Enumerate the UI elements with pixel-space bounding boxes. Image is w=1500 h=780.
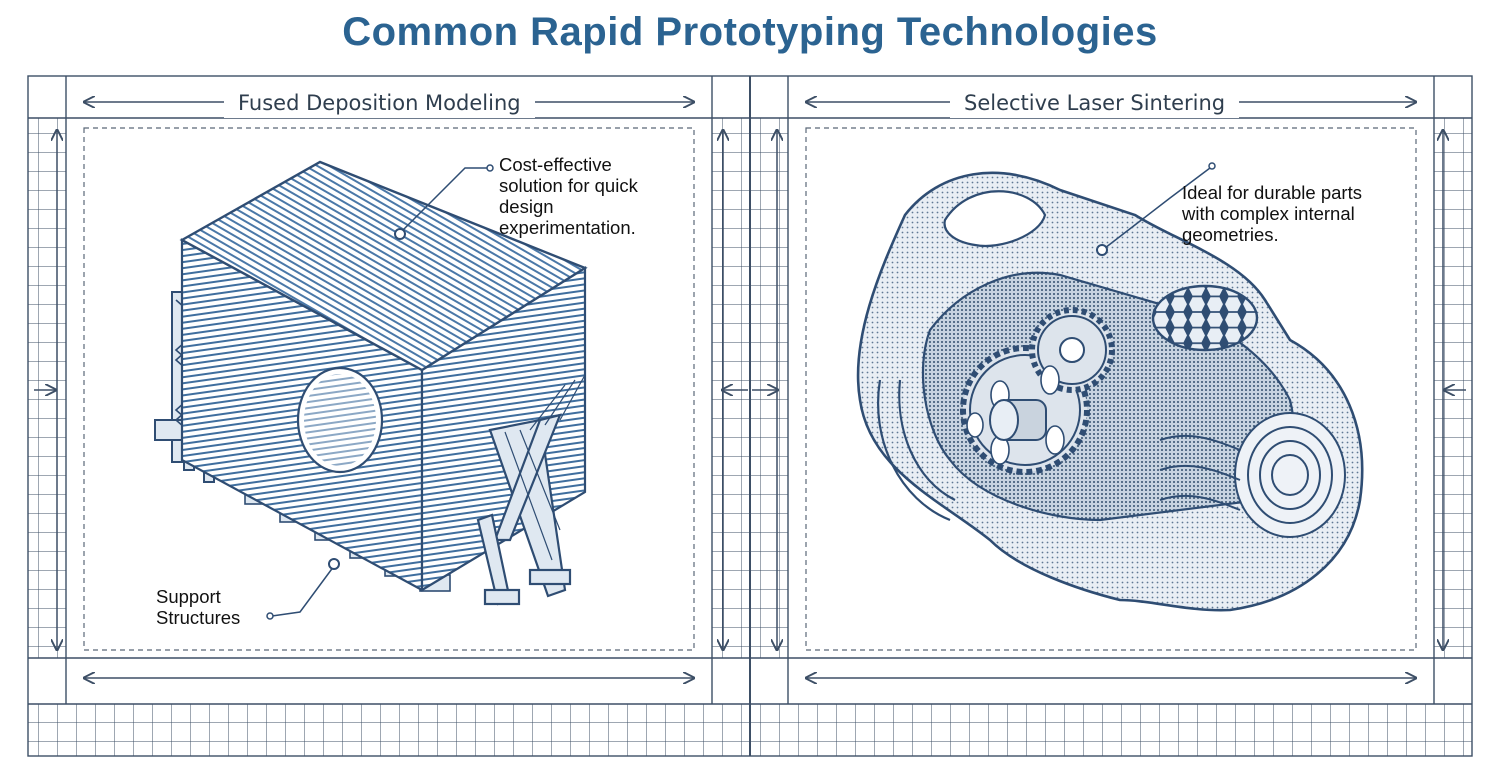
fdm-layered-block-icon [154,160,588,620]
sls-heading: Selective Laser Sintering [950,88,1240,118]
fdm-cost-callout: Cost-effective solution for quick design… [499,154,638,238]
dimension-arrows [34,102,1466,678]
support-structures-callout: Support Structures [156,586,241,628]
sls-cutaway-gear-housing-icon [856,162,1364,612]
page-title: Common Rapid Prototyping Technologies [342,10,1158,54]
fdm-heading: Fused Deposition Modeling [224,88,535,118]
sls-durable-callout: Ideal for durable parts with complex int… [1182,182,1362,245]
